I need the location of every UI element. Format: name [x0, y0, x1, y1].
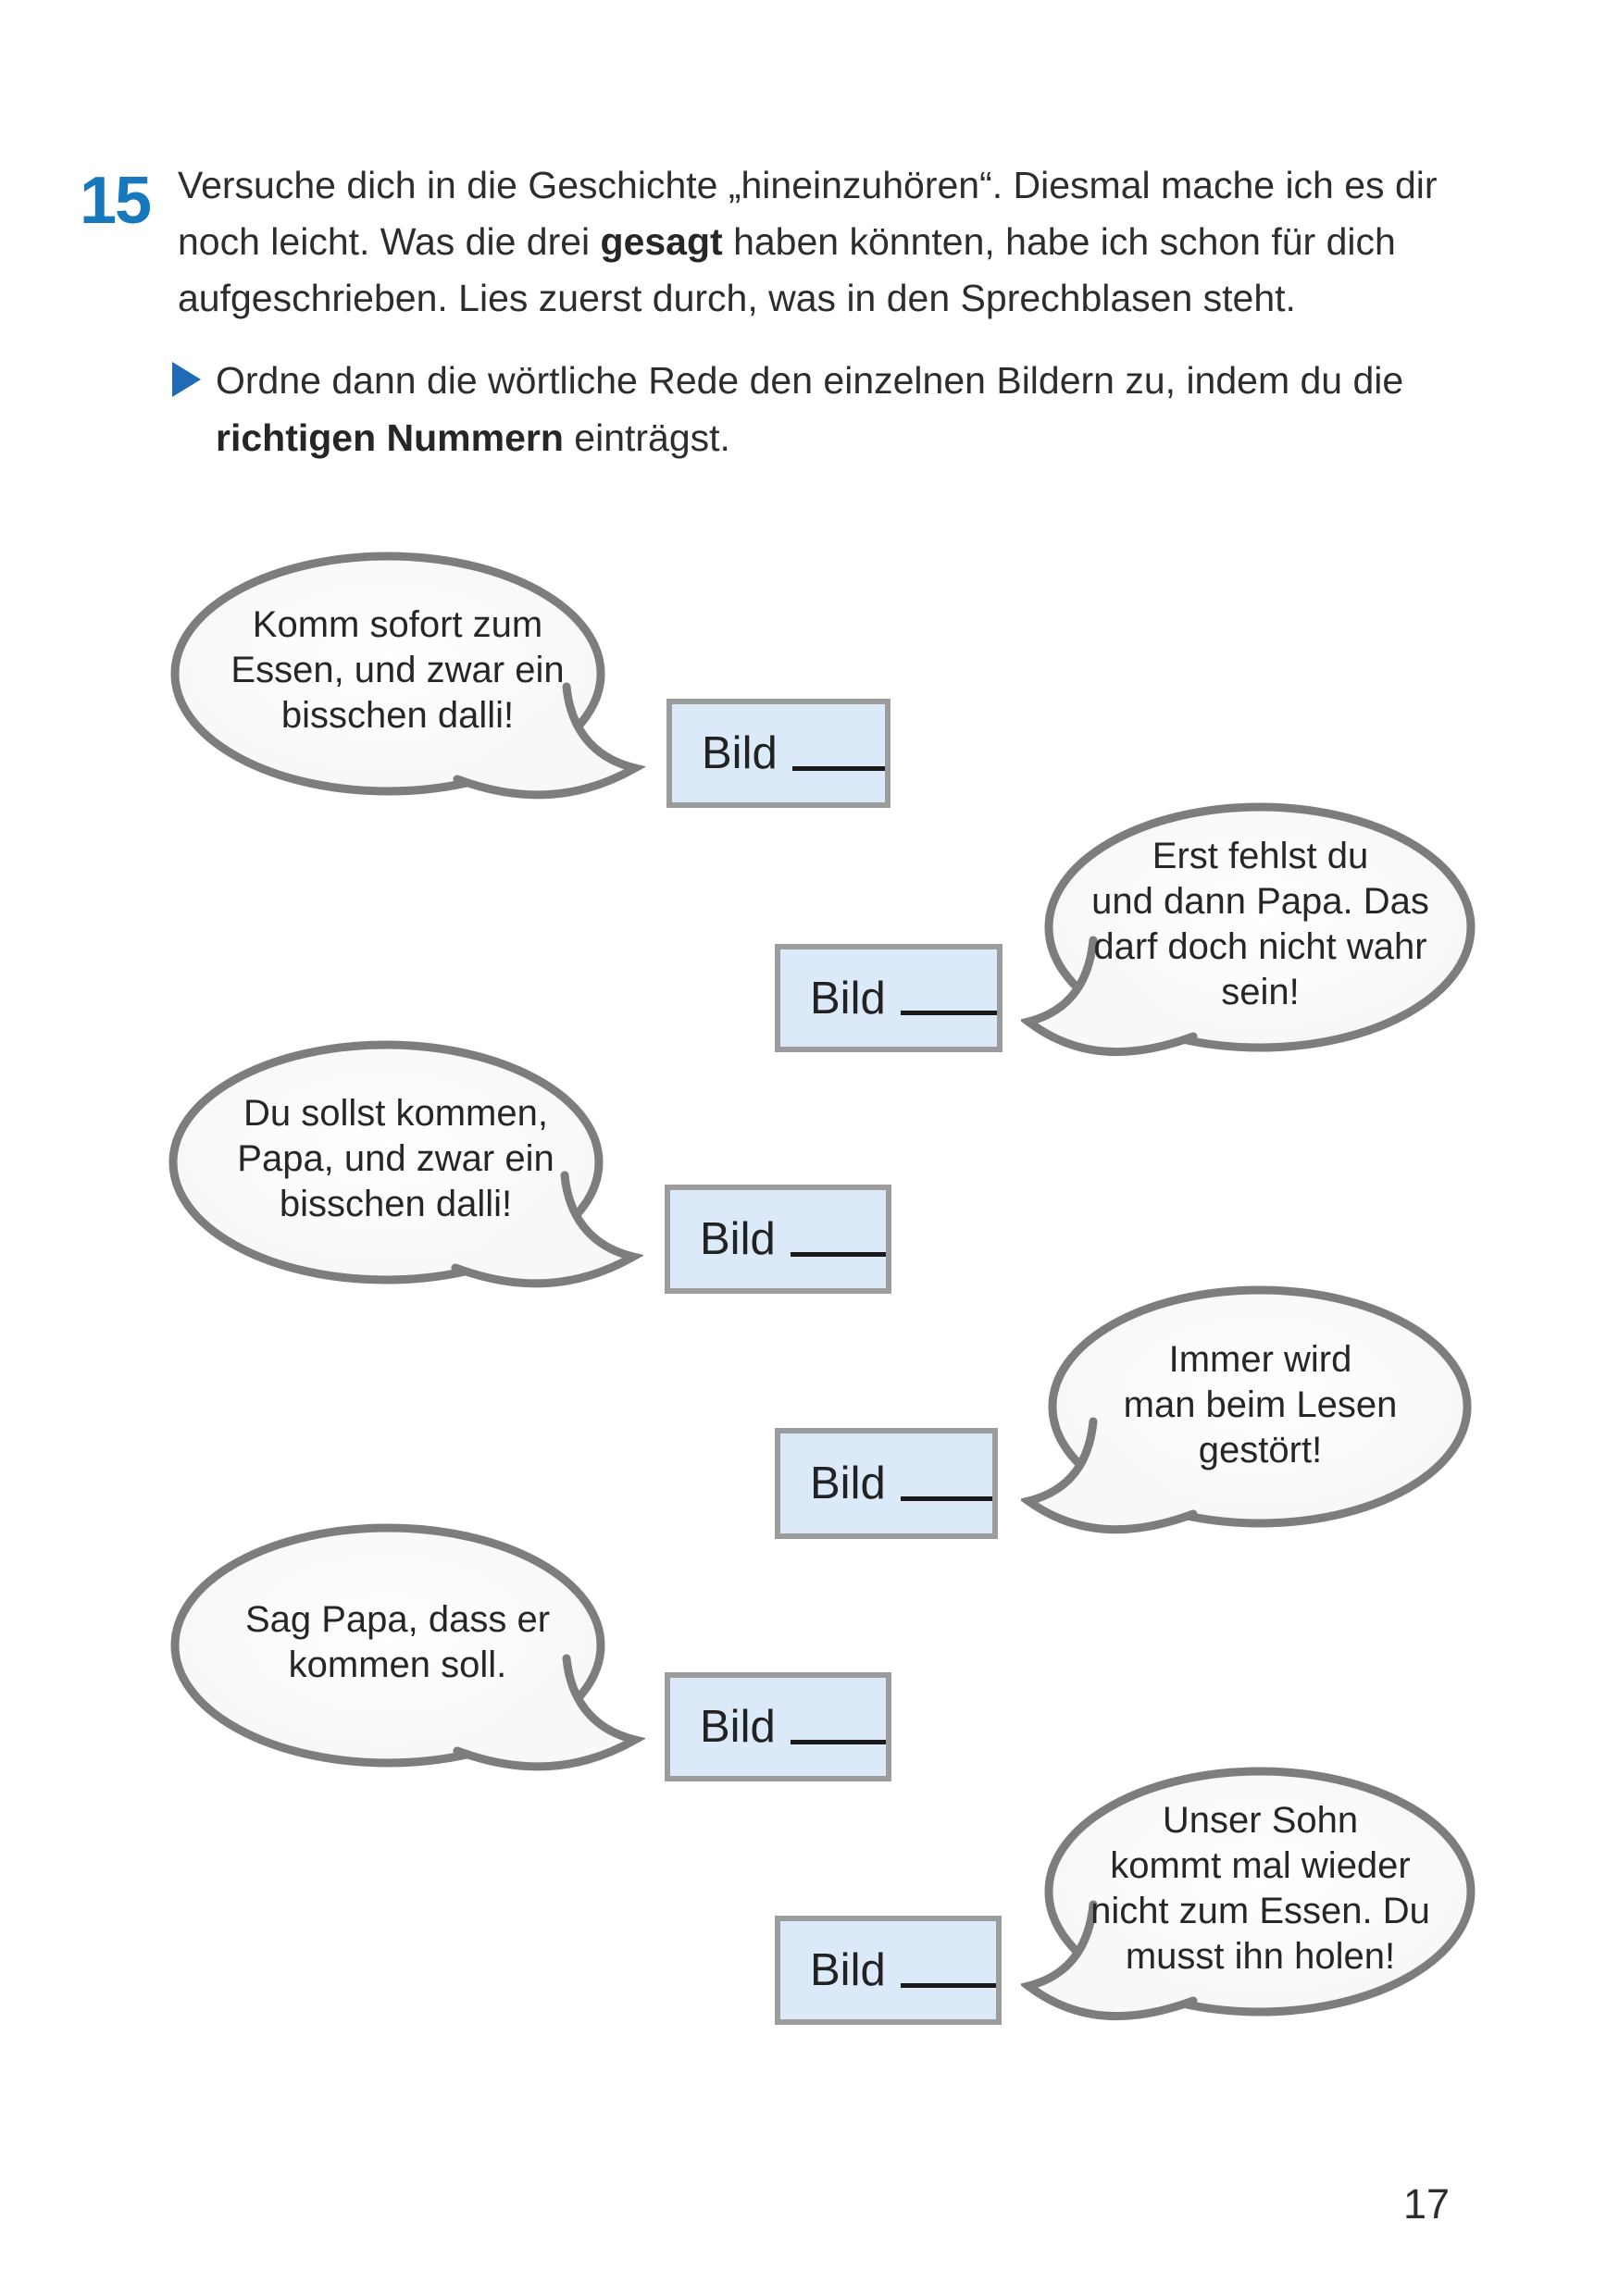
answer-blank[interactable] — [790, 1739, 886, 1744]
speech-bubble-5: Sag Papa, dass er kommen soll. — [168, 1523, 645, 1785]
bild-label: Bild — [810, 1458, 886, 1508]
bullet-bold: richtigen Nummern — [216, 416, 564, 459]
speech-bubble-text: Komm sofort zum Essen, und zwar ein biss… — [230, 604, 565, 736]
answer-blank[interactable] — [900, 1496, 992, 1501]
speech-bubble-6: Unser Sohn kommt mal wieder nicht zum Es… — [1021, 1764, 1481, 2034]
bullet-instruction: Ordne dann die wörtliche Rede den einzel… — [216, 352, 1403, 466]
instruction-text: Versuche dich in die Geschichte „hineinz… — [178, 164, 1438, 263]
speech-bubble-1: Komm sofort zum Essen, und zwar ein biss… — [168, 552, 645, 813]
bild-answer-box-1[interactable]: Bild — [666, 699, 890, 808]
bild-label: Bild — [700, 1214, 776, 1264]
bild-answer-box-6[interactable]: Bild — [775, 1916, 1002, 2025]
task-number: 15 — [80, 164, 152, 238]
speech-bubble-text: Unser Sohn kommt mal wieder nicht zum Es… — [1090, 1800, 1430, 1977]
speech-bubble-4: Immer wird man beim Lesen gestört! — [1021, 1285, 1481, 1545]
bild-answer-box-5[interactable]: Bild — [665, 1672, 891, 1781]
answer-blank[interactable] — [900, 1982, 996, 1988]
speech-bubble-3: Du sollst kommen, Papa, und zwar ein bis… — [167, 1040, 643, 1302]
speech-bubble-text: Du sollst kommen, Papa, und zwar ein bis… — [237, 1093, 554, 1224]
answer-blank[interactable] — [900, 1011, 997, 1015]
bullet-text: einträgst. — [563, 416, 730, 459]
page-number: 17 — [1403, 2180, 1451, 2228]
bild-label: Bild — [810, 1945, 886, 1995]
bullet-triangle-icon — [172, 362, 201, 397]
bild-label: Bild — [700, 1702, 776, 1752]
bild-answer-box-2[interactable]: Bild — [775, 944, 1003, 1052]
bild-label: Bild — [810, 973, 886, 1024]
task-instruction: Versuche dich in die Geschichte „hineinz… — [178, 157, 1438, 327]
answer-blank[interactable] — [791, 765, 885, 771]
answer-blank[interactable] — [790, 1251, 886, 1257]
speech-bubble-text: Immer wird man beim Lesen gestört! — [1123, 1338, 1398, 1471]
bild-label: Bild — [702, 728, 778, 778]
speech-bubble-text: Sag Papa, dass er kommen soll. — [244, 1598, 551, 1685]
instruction-text: haben könnten, habe ich schon für dich a… — [178, 220, 1396, 319]
bild-answer-box-4[interactable]: Bild — [775, 1428, 998, 1539]
speech-bubble-2: Erst fehlst du und dann Papa. Das darf d… — [1021, 800, 1481, 1070]
speech-bubble-text: Erst fehlst du und dann Papa. Das darf d… — [1091, 836, 1429, 1012]
bullet-text: Ordne dann die wörtliche Rede den einzel… — [216, 359, 1404, 402]
instruction-bold: gesagt — [600, 220, 723, 263]
bild-answer-box-3[interactable]: Bild — [665, 1185, 891, 1294]
